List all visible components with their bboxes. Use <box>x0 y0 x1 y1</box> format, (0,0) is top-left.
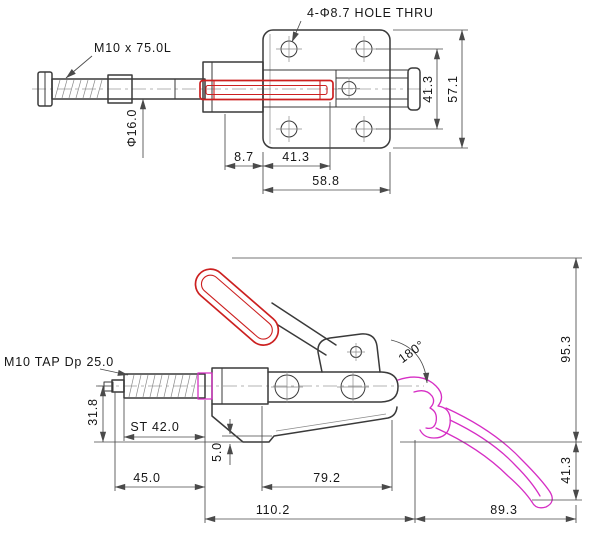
clamp-bar-highlight <box>199 79 334 101</box>
side-rod-shaft <box>123 373 206 399</box>
rod-nut <box>107 74 133 104</box>
side-bar <box>267 371 399 403</box>
mount-hole-4-cross <box>351 116 377 142</box>
phantom-rod-collar <box>197 372 213 400</box>
base-foot-inner <box>275 413 387 432</box>
dim-overall-height: 95.3 <box>559 335 573 363</box>
dim-bar-overhang: 41.3 <box>282 150 310 164</box>
phantom-handle-seam <box>449 419 541 497</box>
tap-callout-label: M10 TAP Dp 25.0 <box>4 355 114 369</box>
grip-seam <box>200 274 273 340</box>
dim-closed-length: 110.2 <box>256 503 290 517</box>
dim-hole-rows: 41.3 <box>421 75 435 103</box>
tap-callout-leader <box>99 368 129 376</box>
side-view: 180° M10 TAP Dp 25.0 31.8 ST 42.0 45.0 5… <box>4 257 582 523</box>
phantom-handle-edge-1 <box>445 407 551 493</box>
dim-tip-drop: 41.3 <box>559 456 573 484</box>
dim-mount-span: 79.2 <box>313 471 341 485</box>
clamp-bar-ends <box>213 79 321 101</box>
top-extension-lines <box>224 29 468 194</box>
thread-hatch <box>54 79 103 99</box>
top-view: 4-Φ8.7 HOLE THRU M10 x 75.0L Φ16.0 41.3 … <box>32 6 468 194</box>
dim-plate-width: 58.8 <box>312 174 340 188</box>
clamp-bar-inner <box>205 84 328 96</box>
arm-inner-edges <box>335 69 409 108</box>
side-thread-hatch <box>128 374 198 398</box>
top-view-red-bar <box>199 79 334 101</box>
mount-hole-2-cross <box>351 36 377 62</box>
rod-shaft <box>51 78 206 100</box>
thread-callout-leader <box>65 55 93 79</box>
dim-rod-extension: 45.0 <box>133 471 161 485</box>
phantom-handle-edge-2 <box>435 427 533 503</box>
phantom-handle-tip <box>531 491 553 509</box>
grip-outer <box>194 268 280 346</box>
handle-grip <box>194 268 280 346</box>
side-hole-2-cross <box>337 371 369 403</box>
phantom-hook-inner <box>413 390 438 430</box>
dim-edge-offset: 8.7 <box>234 150 254 164</box>
arm-pivot-cross <box>338 77 360 100</box>
hole-callout-label: 4-Φ8.7 HOLE THRU <box>307 6 434 20</box>
dim-open-reach: 89.3 <box>490 503 518 517</box>
mount-hole-3-cross <box>276 116 302 142</box>
side-view-phantom <box>197 372 553 509</box>
rotation-arc <box>390 339 430 384</box>
dim-plate-height: 57.1 <box>446 75 460 103</box>
mount-hole-1-cross <box>276 36 302 62</box>
link-pivot-cross <box>347 343 365 361</box>
rod-diameter-label: Φ16.0 <box>125 109 139 147</box>
rotation-label: 180° <box>396 338 428 366</box>
stroke-label: ST 42.0 <box>130 420 179 434</box>
top-view-body <box>37 29 421 149</box>
toggle-link-plate <box>317 333 381 373</box>
thread-callout-label: M10 x 75.0L <box>94 41 172 55</box>
side-view-body <box>103 302 399 443</box>
side-view-red-handle <box>194 268 280 346</box>
mounting-plate <box>262 29 391 149</box>
dim-centerline-height: 31.8 <box>86 398 100 426</box>
base-foot <box>211 403 398 443</box>
phantom-hook-outer <box>397 376 451 439</box>
dim-base-lip: 5.0 <box>210 442 224 462</box>
arm-end-cap <box>407 67 421 111</box>
hole-callout-leader <box>291 20 302 43</box>
side-hole-1-cross <box>271 371 303 403</box>
